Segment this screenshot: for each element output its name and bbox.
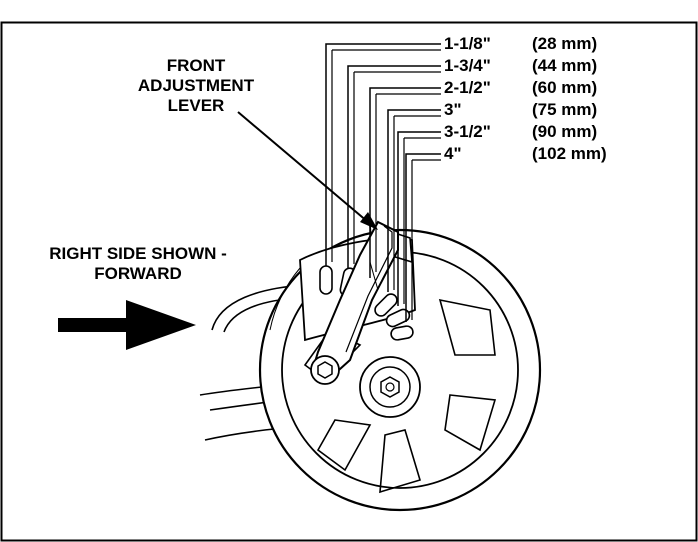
height-leader-lines — [325, 43, 441, 322]
height-metric: (90 mm) — [532, 122, 598, 141]
height-metric: (60 mm) — [532, 78, 598, 97]
wheel-spokes — [303, 298, 497, 494]
height-imperial: 3-1/2" — [444, 122, 491, 141]
height-metric: (102 mm) — [532, 144, 607, 163]
lever-callout-arrow — [237, 111, 378, 230]
height-imperial: 2-1/2" — [444, 78, 491, 97]
side-label-line2: FORWARD — [94, 264, 182, 283]
front-lever-label-line3: LEVER — [167, 96, 225, 115]
height-imperial: 3" — [444, 100, 462, 119]
height-imperial: 1-3/4" — [444, 56, 491, 75]
height-metric: (75 mm) — [532, 100, 598, 119]
slot-6 — [390, 325, 414, 341]
hub-nut — [380, 376, 400, 398]
height-imperial: 4" — [444, 144, 462, 163]
slot-4 — [374, 293, 398, 317]
front-lever-label-line2: ADJUSTMENT — [137, 76, 255, 95]
tire-shading — [269, 267, 301, 331]
height-imperial: 1-1/8" — [444, 34, 491, 53]
slot-1 — [319, 265, 333, 295]
figure-border — [0, 21, 698, 542]
slot-5 — [385, 308, 411, 328]
right-side-forward-label: RIGHT SIDE SHOWN - FORWARD — [18, 244, 258, 284]
front-adjustment-lever-label: FRONT ADJUSTMENT LEVER — [126, 56, 266, 116]
lever-pivot-nut — [317, 361, 333, 379]
front-lever-label-line1: FRONT — [166, 56, 226, 75]
forward-arrow — [58, 300, 196, 350]
height-metric: (44 mm) — [532, 56, 598, 75]
height-metric: (28 mm) — [532, 34, 598, 53]
side-label-line1: RIGHT SIDE SHOWN - — [49, 244, 227, 263]
